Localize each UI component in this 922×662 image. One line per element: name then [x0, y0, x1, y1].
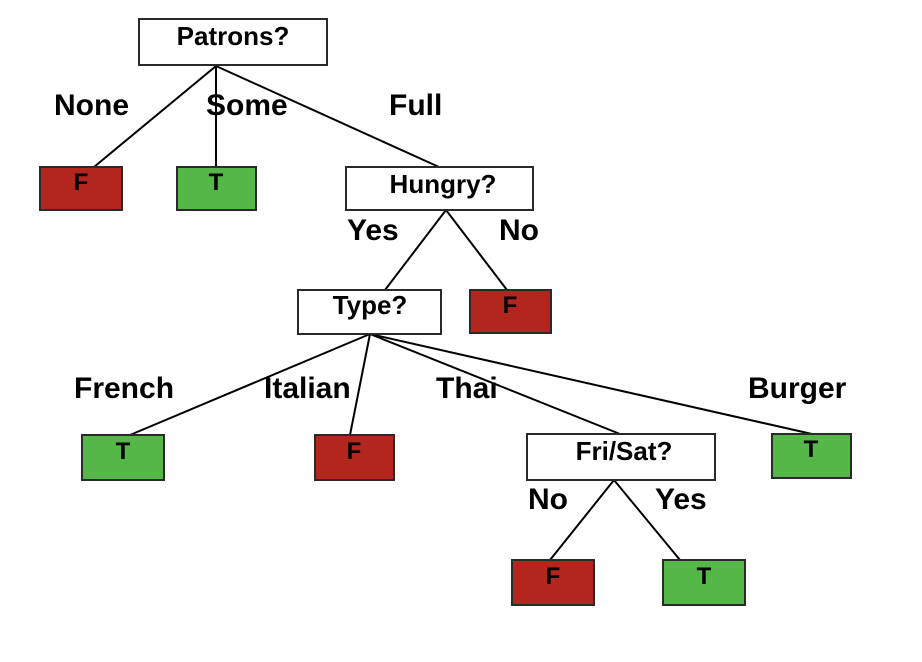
leaf-false-box: [39, 166, 123, 211]
leaf-frisat-no: F: [511, 559, 595, 606]
leaf-patrons-none: F: [39, 166, 123, 211]
leaf-false-box: [314, 434, 395, 481]
type-node-box: [297, 289, 442, 335]
patrons-node: Patrons?: [138, 18, 328, 66]
leaf-true-box: [176, 166, 257, 211]
leaf-label: F: [546, 563, 561, 590]
edge-type-thai: [369, 333, 621, 435]
frisat-node: Fri/Sat?: [526, 433, 716, 481]
branch-label-burger: Burger: [748, 372, 847, 405]
edge-type-italian: [349, 333, 371, 436]
edge-frisat-yes: [613, 479, 681, 561]
edge-hungry-yes: [384, 209, 447, 291]
type-node-label: Type?: [333, 290, 408, 320]
branch-label-hungry-no: No: [499, 214, 539, 247]
leaf-true-box: [662, 559, 746, 606]
leaf-true-box: [81, 434, 165, 481]
leaf-label: T: [697, 563, 712, 590]
edge-hungry-no: [445, 209, 508, 291]
patrons-node-label: Patrons?: [177, 21, 290, 51]
leaf-label: F: [347, 438, 362, 465]
leaf-frisat-yes: T: [662, 559, 746, 606]
edge-type-burger: [369, 333, 813, 435]
leaf-label: F: [74, 169, 89, 196]
branch-label-hungry-yes: Yes: [347, 214, 399, 247]
branch-label-frisat-yes: Yes: [655, 483, 707, 516]
leaf-label: T: [209, 169, 224, 196]
leaf-type-burger: T: [771, 433, 852, 479]
patrons-node-box: [138, 18, 328, 66]
edge-type-french: [129, 333, 371, 436]
branch-label-frisat-no: No: [528, 483, 568, 516]
hungry-node: Hungry?: [345, 166, 534, 211]
leaf-hungry-no: F: [469, 289, 552, 334]
hungry-node-box: [345, 166, 534, 211]
edge-frisat-no: [549, 479, 615, 561]
leaf-patrons-some: T: [176, 166, 257, 211]
leaf-type-italian: F: [314, 434, 395, 481]
leaf-true-box: [771, 433, 852, 479]
leaf-label: T: [804, 436, 819, 463]
hungry-node-label: Hungry?: [390, 169, 497, 199]
frisat-node-box: [526, 433, 716, 481]
branch-label-thai: Thai: [436, 372, 498, 405]
leaf-false-box: [469, 289, 552, 334]
leaf-label: F: [503, 292, 518, 319]
edge-patrons-full: [215, 65, 440, 168]
branch-label-full: Full: [389, 89, 442, 122]
leaf-label: T: [116, 438, 131, 465]
frisat-node-label: Fri/Sat?: [576, 436, 673, 466]
branch-label-french: French: [74, 372, 174, 405]
type-node: Type?: [297, 289, 442, 335]
branch-label-italian: Italian: [264, 372, 351, 405]
edge-patrons-none: [93, 65, 217, 168]
branch-label-some: Some: [206, 89, 288, 122]
leaf-type-french: T: [81, 434, 165, 481]
leaf-false-box: [511, 559, 595, 606]
branch-label-none: None: [54, 89, 129, 122]
